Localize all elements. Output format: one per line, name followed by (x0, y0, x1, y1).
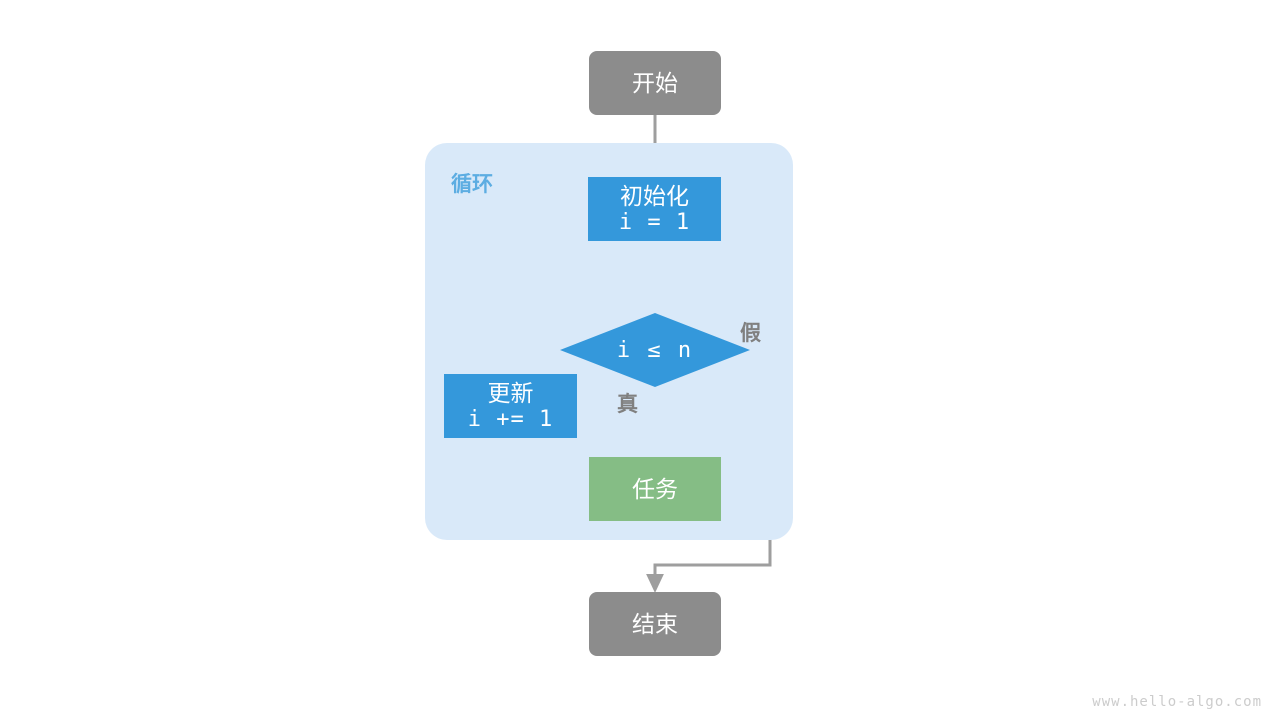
node-start[interactable]: 开始 (589, 51, 721, 115)
node-condition-label: i ≤ n (616, 337, 694, 363)
node-start-label: 开始 (632, 69, 678, 96)
edge-label-true: 真 (617, 393, 638, 416)
node-initialize[interactable]: 初始化 i = 1 (588, 177, 721, 241)
node-initialize-label: 初始化 (620, 182, 689, 209)
node-task-label: 任务 (632, 475, 678, 502)
node-initialize-expression: i = 1 (618, 209, 691, 235)
edge-label-false: 假 (740, 322, 761, 345)
loop-container-label: 循环 (451, 173, 493, 196)
node-task[interactable]: 任务 (589, 457, 721, 521)
node-end-label: 结束 (632, 610, 678, 637)
node-update[interactable]: 更新 i += 1 (444, 374, 577, 438)
node-condition[interactable]: i ≤ n (560, 313, 750, 387)
node-update-label: 更新 (487, 379, 534, 406)
node-update-expression: i += 1 (467, 406, 554, 432)
watermark: www.hello-algo.com (1092, 694, 1262, 710)
node-end[interactable]: 结束 (589, 592, 721, 656)
